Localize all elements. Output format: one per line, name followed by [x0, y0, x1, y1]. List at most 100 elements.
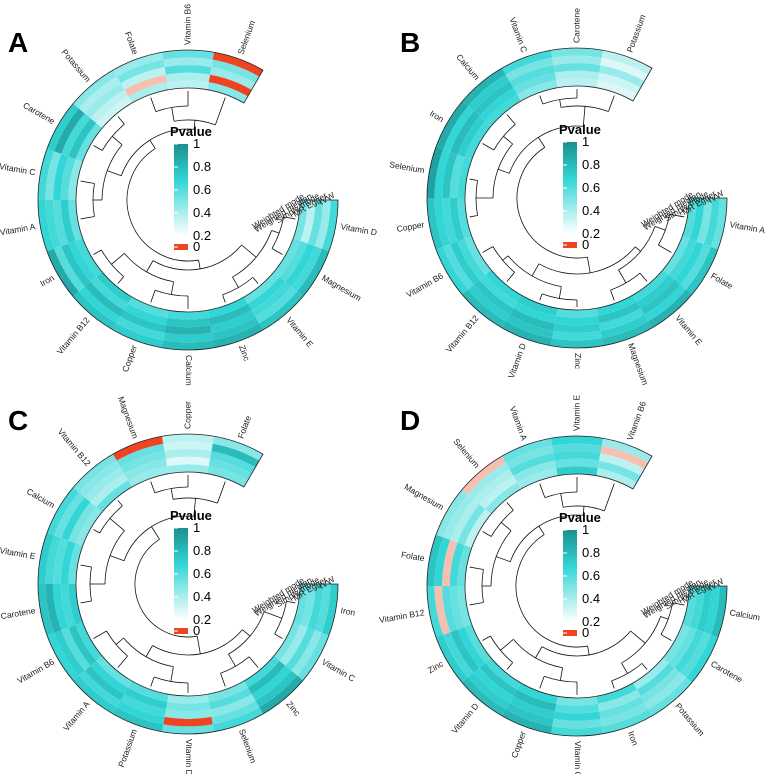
legend-zero-swatch — [174, 628, 188, 634]
heat-cell — [208, 458, 252, 481]
legend-tick-label: 0.2 — [582, 226, 600, 241]
heat-cell — [644, 284, 687, 322]
heat-cell — [293, 200, 308, 241]
dendrogram-branch — [220, 673, 226, 687]
heat-cell — [600, 445, 649, 470]
ring-outline — [37, 49, 339, 351]
heat-cell — [662, 624, 690, 663]
dendrogram-branch — [93, 529, 100, 534]
dendrogram-branch — [582, 506, 585, 516]
dendrogram — [80, 475, 296, 693]
dendrogram-branch — [469, 602, 484, 606]
heat-cell — [53, 153, 69, 200]
dendrogram-branch — [496, 556, 511, 563]
exposure-label: Iron — [626, 730, 640, 747]
exposure-label: Vitamin C — [0, 161, 36, 177]
heat-cell — [255, 286, 298, 324]
heat-cell — [314, 200, 331, 249]
heat-cell — [601, 709, 652, 734]
dendrogram-branch — [111, 253, 125, 265]
dendrogram — [80, 91, 296, 309]
heat-cell — [596, 682, 637, 704]
heat-cell — [601, 438, 652, 463]
dendrogram-branch — [582, 106, 586, 127]
dendrogram-branch — [539, 483, 546, 498]
heat-cell — [297, 632, 329, 681]
dendrogram-branch — [228, 653, 236, 667]
heat-cell — [211, 316, 260, 341]
heat-cell — [84, 467, 125, 503]
panel-letter: B — [400, 27, 420, 58]
dendrogram-branch — [93, 145, 103, 151]
heat-cell — [457, 586, 472, 627]
exposure-label: Selenium — [389, 159, 426, 175]
heat-cell — [124, 458, 168, 481]
dendrogram-branch — [111, 136, 123, 146]
heat-cell — [163, 57, 213, 68]
dendrogram-branch — [274, 633, 283, 639]
heat-cell — [321, 200, 338, 252]
heat-cell — [73, 675, 117, 714]
heat-cell — [124, 74, 168, 97]
heat-cell — [597, 72, 641, 95]
exposure-label: Vitamin A — [0, 221, 36, 237]
heat-cell — [211, 59, 260, 84]
dendrogram-arc — [172, 497, 218, 504]
heat-cell — [633, 657, 669, 690]
heat-cell — [636, 662, 675, 697]
dendrogram-arc — [134, 538, 198, 638]
heat-cell — [53, 584, 69, 631]
legend-tick-label: 0.8 — [193, 159, 211, 174]
dendrogram-branch — [117, 655, 128, 668]
dendrogram-branch — [217, 481, 226, 504]
heat-cell — [427, 198, 444, 250]
heat-cell — [686, 634, 718, 683]
heat-cell — [90, 660, 129, 695]
legend-zero-swatch — [563, 242, 577, 248]
heat-cell — [259, 675, 303, 714]
heat-cell — [443, 244, 474, 290]
heat-cell — [54, 492, 85, 538]
heat-cell — [73, 454, 117, 493]
dendrogram-branch — [252, 277, 259, 284]
dendrogram-branch — [641, 663, 648, 670]
legend-tick-label: 0.8 — [582, 545, 600, 560]
heat-cell — [60, 540, 76, 584]
heat-cell — [321, 584, 338, 636]
heat-cell — [116, 59, 165, 84]
heat-cell — [210, 451, 256, 474]
dendrogram-arc — [123, 637, 174, 668]
ring-outline — [37, 433, 339, 735]
heat-cell — [212, 436, 263, 461]
heat-cell — [479, 274, 518, 309]
dendrogram-branch — [80, 216, 95, 220]
dendrogram-arc — [492, 143, 513, 199]
heat-cell — [78, 286, 121, 324]
dendrogram-branch — [170, 666, 174, 682]
heat-cell — [247, 276, 286, 311]
heat-cell — [485, 94, 521, 127]
heat-cell — [442, 539, 458, 586]
heat-cell — [550, 726, 604, 737]
heat-cell — [60, 200, 76, 244]
heat-cell — [300, 584, 316, 628]
heat-cell — [285, 627, 315, 671]
heat-cell — [291, 246, 322, 292]
heat-cell — [636, 274, 675, 309]
heat-cell — [251, 665, 292, 701]
exposure-label: Carotene — [709, 659, 745, 685]
heat-cell — [307, 584, 323, 631]
legend-zero-swatch — [174, 244, 188, 250]
dendrogram-branch — [241, 244, 257, 258]
dendrogram-branch — [539, 95, 544, 105]
dendrogram-branch — [669, 213, 685, 218]
heat-cell — [485, 482, 521, 515]
heat-cell — [662, 236, 690, 275]
heat-cell — [293, 584, 308, 625]
exposure-label: Vitamin B6 — [404, 270, 445, 299]
heat-cell — [120, 67, 166, 90]
legend-tick-label: 1 — [582, 522, 589, 537]
dendrogram-branch — [618, 269, 627, 284]
exposure-label: Iron — [38, 272, 56, 288]
